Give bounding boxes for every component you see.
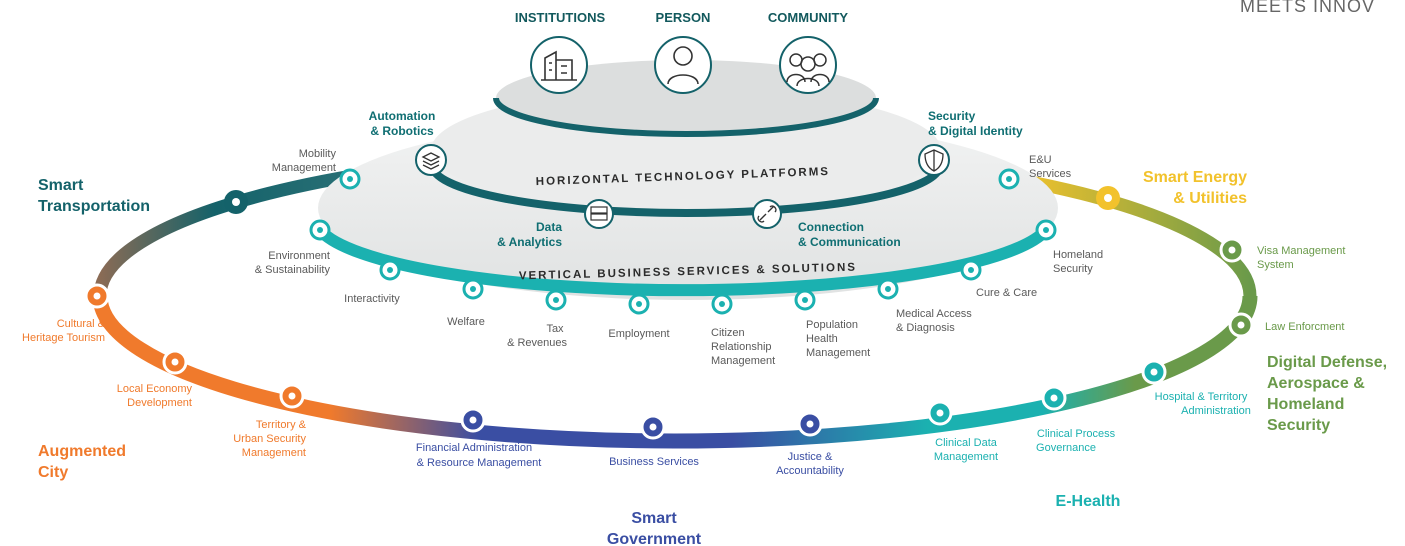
citizen-label-3: Management: [711, 355, 775, 367]
population-label-3: Management: [806, 347, 870, 359]
top-disc-rim: [493, 97, 879, 137]
augmented-title-1: Augmented: [38, 443, 126, 460]
layers-icon: [415, 144, 447, 176]
connection-platform: Connection & Communication: [752, 199, 901, 249]
homeland-label-1: Homeland: [1053, 249, 1103, 261]
clinical-process-label-2: Governance: [1036, 442, 1096, 454]
energy-title-2: & Utilities: [1173, 190, 1247, 207]
homeland-label-2: Security: [1053, 263, 1093, 275]
domain-node-transportation: [224, 190, 248, 214]
employment-label: Employment: [608, 328, 669, 340]
node-justice: [797, 411, 823, 437]
justice-label-2: Accountability: [776, 465, 844, 477]
interactivity-label: Interactivity: [344, 293, 400, 305]
buildings-icon: [530, 36, 588, 94]
node-cultural: [84, 283, 110, 309]
vertical-node-dots: [317, 176, 1049, 307]
institutions-entity: INSTITUTIONS: [515, 10, 606, 94]
node-visa: [1219, 237, 1245, 263]
territory-label-1: Territory &: [256, 419, 307, 431]
vertical-band: [315, 226, 1051, 297]
visa-label-2: System: [1257, 259, 1294, 271]
financial-label-2: & Resource Management: [417, 457, 542, 469]
top-disc: [496, 60, 876, 136]
defense-title-1: Digital Defense,: [1267, 354, 1387, 371]
augmented-title-2: City: [38, 464, 68, 481]
citizen-label-2: Relationship: [711, 341, 772, 353]
connection-label-2: & Communication: [798, 235, 901, 249]
cultural-label-1: Cultural &: [57, 318, 106, 330]
person-label: PERSON: [656, 10, 711, 25]
automation-label-2: & Robotics: [370, 124, 434, 138]
automation-platform: Automation & Robotics: [369, 109, 447, 176]
node-clinical-process: [1041, 385, 1067, 411]
population-label-2: Health: [806, 333, 838, 345]
person-entity: PERSON: [654, 10, 712, 94]
energy-title-1: Smart Energy: [1143, 169, 1247, 186]
eu-label-2: Services: [1029, 168, 1072, 180]
population-label-1: Population: [806, 319, 858, 331]
domain-node-energy: [1096, 186, 1120, 210]
clinical-data-label-2: Management: [934, 451, 998, 463]
medical-label-2: & Diagnosis: [896, 322, 955, 334]
environment-label-2: & Sustainability: [255, 264, 331, 276]
clinical-data-label-1: Clinical Data: [935, 437, 998, 449]
mobility-label-1: Mobility: [299, 148, 337, 160]
security-label-2: & Digital Identity: [928, 124, 1023, 138]
outer-nodes: [84, 237, 1254, 440]
node-territory: [279, 383, 305, 409]
visa-label-1: Visa Management: [1257, 245, 1345, 257]
connection-label-1: Connection: [798, 220, 864, 234]
territory-label-2: Urban Security: [233, 433, 306, 445]
financial-label-1: Financial Administration: [416, 442, 532, 454]
business-label: Business Services: [609, 456, 699, 468]
defense-title-2: Aerospace &: [1267, 375, 1365, 392]
territory-label-3: Management: [242, 447, 306, 459]
data-platform: Data & Analytics: [497, 199, 614, 249]
community-entity: COMMUNITY: [768, 10, 848, 94]
government-title-2: Government: [607, 531, 702, 546]
hospital-label-1: Hospital & Territory: [1155, 391, 1248, 403]
law-label: Law Enforcment: [1265, 321, 1344, 333]
mobility-label-2: Management: [272, 162, 336, 174]
security-label-1: Security: [928, 109, 976, 123]
security-platform: Security & Digital Identity: [918, 109, 1023, 176]
node-financial: [460, 407, 486, 433]
defense-title-3: Homeland: [1267, 396, 1344, 413]
node-clinical-data: [927, 400, 953, 426]
cultural-label-2: Heritage Tourism: [22, 332, 105, 344]
local-label-1: Local Economy: [117, 383, 193, 395]
tax-label-2: & Revenues: [507, 337, 567, 349]
horizontal-band: [428, 164, 944, 217]
node-law: [1228, 312, 1254, 338]
node-local: [162, 349, 188, 375]
clinical-process-label-1: Clinical Process: [1037, 428, 1116, 440]
data-label-2: & Analytics: [497, 235, 562, 249]
medical-label-1: Medical Access: [896, 308, 972, 320]
environment-label-1: Environment: [268, 250, 330, 262]
defense-title-4: Security: [1267, 417, 1330, 434]
community-icon: [779, 36, 837, 94]
node-business: [640, 414, 666, 440]
hospital-label-2: Administration: [1181, 405, 1251, 417]
data-label-1: Data: [536, 220, 562, 234]
ehealth-title: E-Health: [1056, 493, 1121, 510]
node-hospital: [1141, 359, 1167, 385]
tax-label-1: Tax: [546, 323, 564, 335]
welfare-label: Welfare: [447, 316, 485, 328]
transportation-title-2: Transportation: [38, 198, 150, 215]
eu-label-1: E&U: [1029, 154, 1052, 166]
community-label: COMMUNITY: [768, 10, 848, 25]
justice-label-1: Justice &: [788, 451, 833, 463]
institutions-label: INSTITUTIONS: [515, 10, 606, 25]
government-title-1: Smart: [631, 510, 677, 527]
link-icon: [752, 199, 782, 229]
transportation-title-1: Smart: [38, 177, 84, 194]
local-label-2: Development: [127, 397, 192, 409]
automation-label-1: Automation: [369, 109, 436, 123]
citizen-label-1: Citizen: [711, 327, 745, 339]
cure-label: Cure & Care: [976, 287, 1037, 299]
top-right-text: MEETS INNOV: [1240, 0, 1375, 16]
